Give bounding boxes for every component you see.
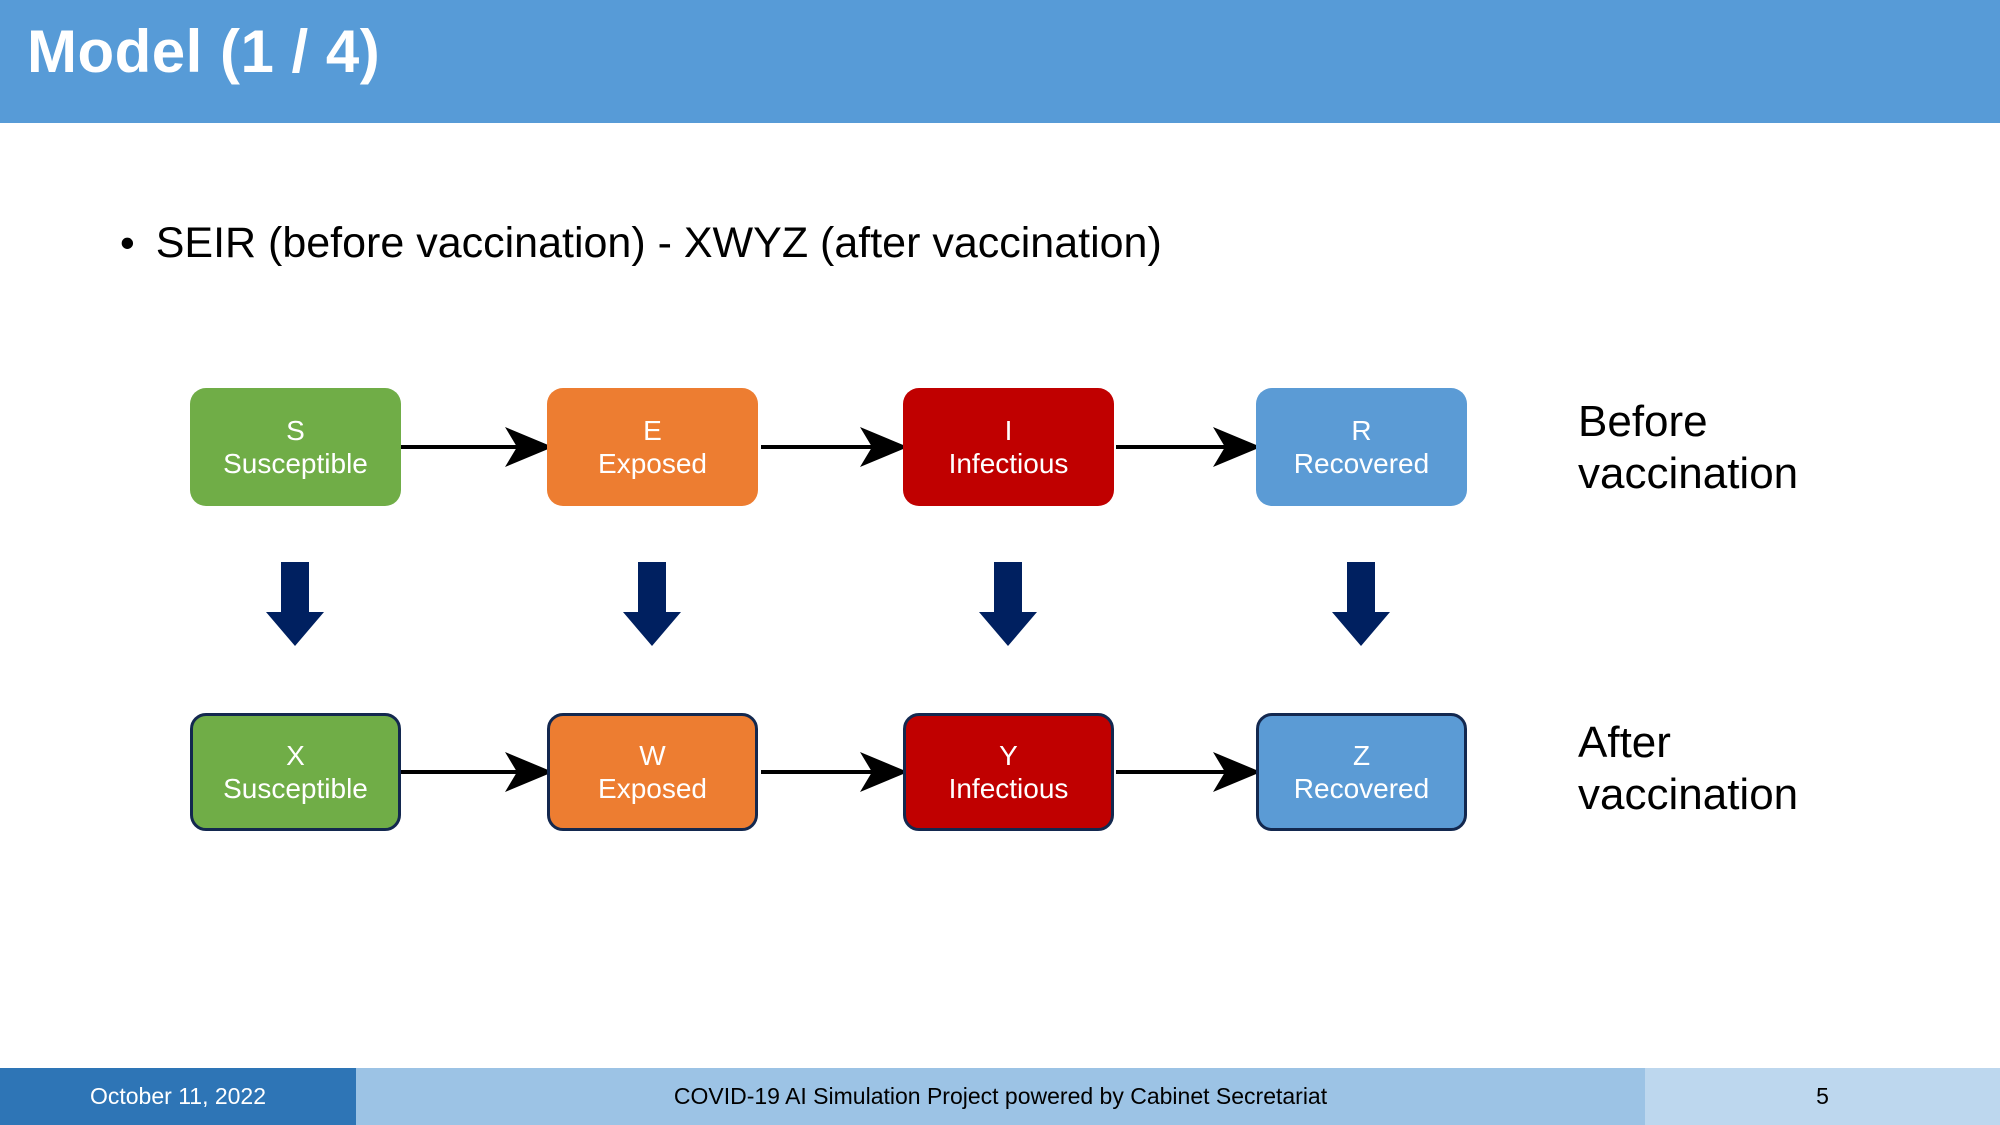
node-name: Exposed [598, 448, 707, 479]
caption-line-1: After [1578, 718, 1671, 767]
node-y: Y Infectious [903, 713, 1114, 831]
bullet-item-label: SEIR (before vaccination) - XWYZ (after … [155, 219, 1162, 267]
node-name: Exposed [598, 773, 707, 804]
bullet-marker-icon: • [120, 219, 135, 266]
vaccination-arrow-down-icon [266, 562, 324, 646]
footer-project-text: COVID-19 AI Simulation Project powered b… [356, 1068, 1645, 1125]
vaccination-arrow-down-icon [1332, 562, 1390, 646]
caption-line-1: Before [1578, 397, 1708, 446]
vaccination-arrow-down-icon [979, 562, 1037, 646]
node-code: Y [999, 739, 1018, 771]
node-code: Z [1352, 739, 1371, 771]
node-name: Infectious [948, 773, 1069, 804]
node-code: R [1351, 414, 1372, 446]
node-code: S [286, 414, 305, 446]
footer-page-number: 5 [1645, 1068, 2000, 1125]
node-w: W Exposed [547, 713, 758, 831]
caption-line-2: vaccination [1578, 769, 1799, 819]
header-bar [0, 0, 2000, 123]
node-name: Recovered [1293, 773, 1430, 804]
node-e: E Exposed [547, 388, 758, 506]
caption-line-2: vaccination [1578, 448, 1799, 498]
caption-after-vaccination: After vaccination [1578, 717, 1798, 821]
node-code: I [1004, 414, 1013, 446]
node-name: Recovered [1293, 448, 1430, 479]
node-code: E [643, 414, 662, 446]
node-z: Z Recovered [1256, 713, 1467, 831]
node-r: R Recovered [1256, 388, 1467, 506]
vaccination-arrow-down-icon [623, 562, 681, 646]
node-code: X [286, 739, 305, 771]
caption-before-vaccination: Before vaccination [1578, 396, 1798, 500]
node-name: Susceptible [223, 773, 368, 804]
node-code: W [639, 739, 666, 771]
bullet-item: • SEIR (before vaccination) - XWYZ (afte… [120, 222, 1162, 265]
page-title: Model (1 / 4) [27, 18, 381, 85]
node-s: S Susceptible [190, 388, 401, 506]
footer-date: October 11, 2022 [0, 1068, 356, 1125]
node-name: Infectious [948, 448, 1069, 479]
node-x: X Susceptible [190, 713, 401, 831]
node-i: I Infectious [903, 388, 1114, 506]
footer: October 11, 2022 COVID-19 AI Simulation … [0, 1068, 2000, 1125]
node-name: Susceptible [223, 448, 368, 479]
